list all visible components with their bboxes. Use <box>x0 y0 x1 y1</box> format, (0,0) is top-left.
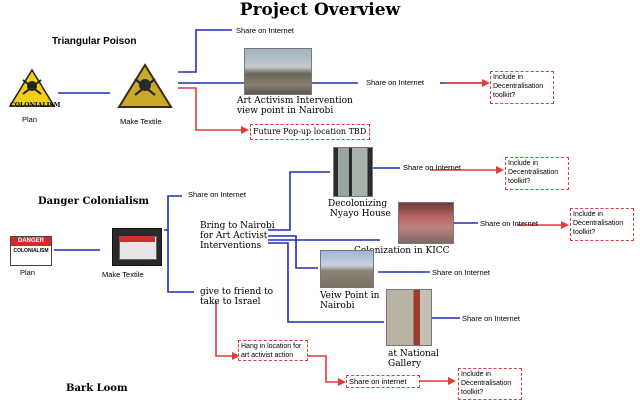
dc-bring-line2: for Art Activist <box>200 231 268 241</box>
page-title: Project Overview <box>239 0 401 20</box>
dc-include-final-line3: toolkit? <box>461 389 484 396</box>
dc-include-decol-line3: toolkit? <box>508 178 531 185</box>
dc-include-final-line1: Include in <box>461 371 491 378</box>
dc-hang-line1: Hang in location for <box>241 343 302 350</box>
dc-share-decol: Share on Internet <box>403 163 461 172</box>
dc-hang-box: Hang in location for art activist action <box>238 340 308 361</box>
kicc-photo <box>398 202 454 244</box>
tp-make-textile-label: Make Textile <box>120 117 162 126</box>
dc-bring-line3: Interventions <box>200 241 262 251</box>
dc-hang-line2: art activist action <box>241 352 294 359</box>
tp-include-toolkit-box: Include in Decentralisation toolkit? <box>490 71 554 104</box>
tp-include-line3: toolkit? <box>493 92 516 99</box>
dc-make-textile-label: Make Textile <box>102 270 144 279</box>
dc-gallery-line2: Gallery <box>388 359 422 369</box>
dc-include-final-line2: Decentralisation <box>461 380 512 387</box>
dc-include-decol-line2: Decentralisation <box>508 169 559 176</box>
tp-plan-label: Plan <box>22 115 38 124</box>
tp-include-line1: Include in <box>493 74 523 81</box>
dc-include-final-box: Include in Decentralisation toolkit? <box>458 368 522 400</box>
dc-give-line1: give to friend to <box>200 287 274 297</box>
decolonizing-photo <box>333 147 373 197</box>
dc-share-view: Share on Internet <box>432 268 490 277</box>
dc-share-kicc: Share on Internet <box>480 219 538 228</box>
dc-share-internet-top: Share on Internet <box>188 190 246 199</box>
art-activism-photo <box>244 48 312 95</box>
dc-kicc-label: Colonization in KICC <box>354 246 450 256</box>
tp-art-activism-line1: Art Activism Intervention <box>237 96 353 106</box>
section-danger-colonialism: Danger Colonialism <box>38 196 149 207</box>
tp-share-internet-1: Share on Internet <box>236 26 294 35</box>
section-bark-loom: Bark Loom <box>66 383 128 394</box>
dc-include-kicc-line2: Decentralisation <box>573 220 624 227</box>
dc-give-line2: take to Israel <box>200 297 261 307</box>
dc-share-gallery: Share on Internet <box>462 314 520 323</box>
danger-sign-plan-icon: DANGER COLONIALISM <box>10 236 52 266</box>
gallery-photo <box>386 289 432 346</box>
danger-sign-header: DANGER <box>11 237 51 246</box>
tp-art-activism-line2: view point in Nairobi <box>237 106 334 116</box>
dc-share-internet-box: Share on internet <box>346 375 420 388</box>
dc-gallery-line1: at National <box>388 349 440 359</box>
dc-decolonizing-line2: Nyayo House <box>330 209 391 219</box>
dc-include-kicc-line3: toolkit? <box>573 229 596 236</box>
danger-textile-icon <box>112 228 162 266</box>
poison-textile-icon <box>117 63 173 108</box>
dc-bring-line1: Bring to Nairobi <box>200 221 275 231</box>
tp-future-popup-box: Future Pop-up location TBD <box>250 124 370 140</box>
danger-sign-text: COLONIALISM <box>13 248 49 254</box>
section-triangular-poison: Triangular Poison <box>52 36 137 47</box>
dc-include-decol-line1: Include in <box>508 160 538 167</box>
dc-viewpoint-line2: Nairobi <box>320 301 355 311</box>
poison-sign-text: COLONIALISM <box>10 102 61 109</box>
viewpoint-photo <box>320 250 374 288</box>
dc-include-kicc-line1: Include in <box>573 211 603 218</box>
dc-decolonizing-line1: Decolonizing <box>328 199 388 209</box>
tp-share-internet-2: Share on Internet <box>366 78 424 87</box>
dc-include-decol-box: Include in Decentralisation toolkit? <box>505 157 569 190</box>
poison-sign-plan-icon <box>8 68 56 107</box>
tp-include-line2: Decentralisation <box>493 83 544 90</box>
dc-viewpoint-line1: Veiw Point in <box>320 291 380 301</box>
dc-plan-label: Plan <box>20 268 36 277</box>
dc-include-kicc-box: Include in Decentralisation toolkit? <box>570 208 634 241</box>
